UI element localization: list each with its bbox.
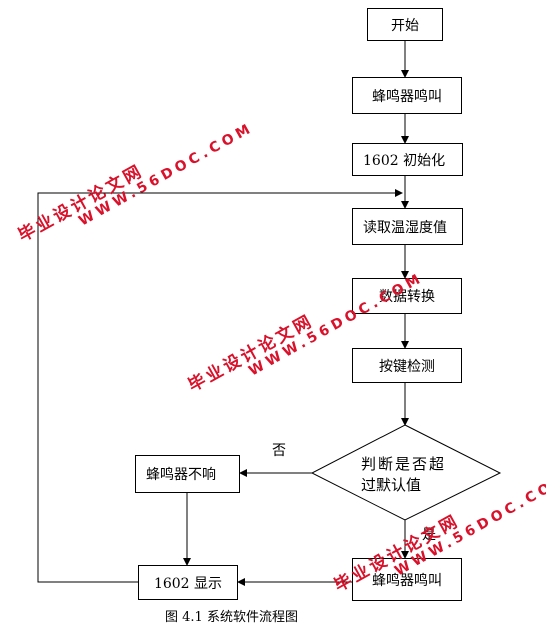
start-node: 开始 — [367, 8, 443, 41]
decision-diamond — [310, 424, 502, 521]
figure-caption: 图 4.1 系统软件流程图 — [165, 610, 298, 625]
lcd-display-node: 1602 显示 — [138, 565, 238, 600]
buzzer-beep-node-label: 蜂鸣器鸣叫 — [372, 88, 442, 105]
start-node-label: 开始 — [391, 17, 419, 34]
decision-text-line2: 过默认值 — [361, 476, 422, 494]
key-check-node-label: 按键检测 — [379, 358, 435, 375]
data-convert-node: 数据转换 — [352, 278, 462, 314]
loop-back-line — [37, 189, 403, 583]
buzzer-silent-node-label: 蜂鸣器不响 — [146, 467, 216, 483]
decision-text-line1: 判断是否超 — [361, 455, 447, 473]
buzzer-alarm-node: 蜂鸣器鸣叫 — [352, 558, 462, 601]
data-convert-node-label: 数据转换 — [379, 289, 435, 305]
lcd-display-node-label: 1602 显示 — [153, 575, 223, 592]
lcd-init-node: 1602 初始化 — [352, 143, 463, 176]
read-sensor-node-label: 读取温湿度值 — [363, 219, 447, 236]
buzzer-beep-node: 蜂鸣器鸣叫 — [352, 77, 462, 114]
lcd-init-node-label: 1602 初始化 — [363, 152, 446, 169]
branch-label-no: 否 — [272, 443, 286, 459]
branch-label-yes: 是 — [422, 527, 436, 543]
key-check-node: 按键检测 — [352, 348, 462, 383]
buzzer-alarm-node-label: 蜂鸣器鸣叫 — [372, 572, 442, 589]
buzzer-silent-node: 蜂鸣器不响 — [135, 455, 240, 493]
read-sensor-node: 读取温湿度值 — [352, 208, 463, 245]
